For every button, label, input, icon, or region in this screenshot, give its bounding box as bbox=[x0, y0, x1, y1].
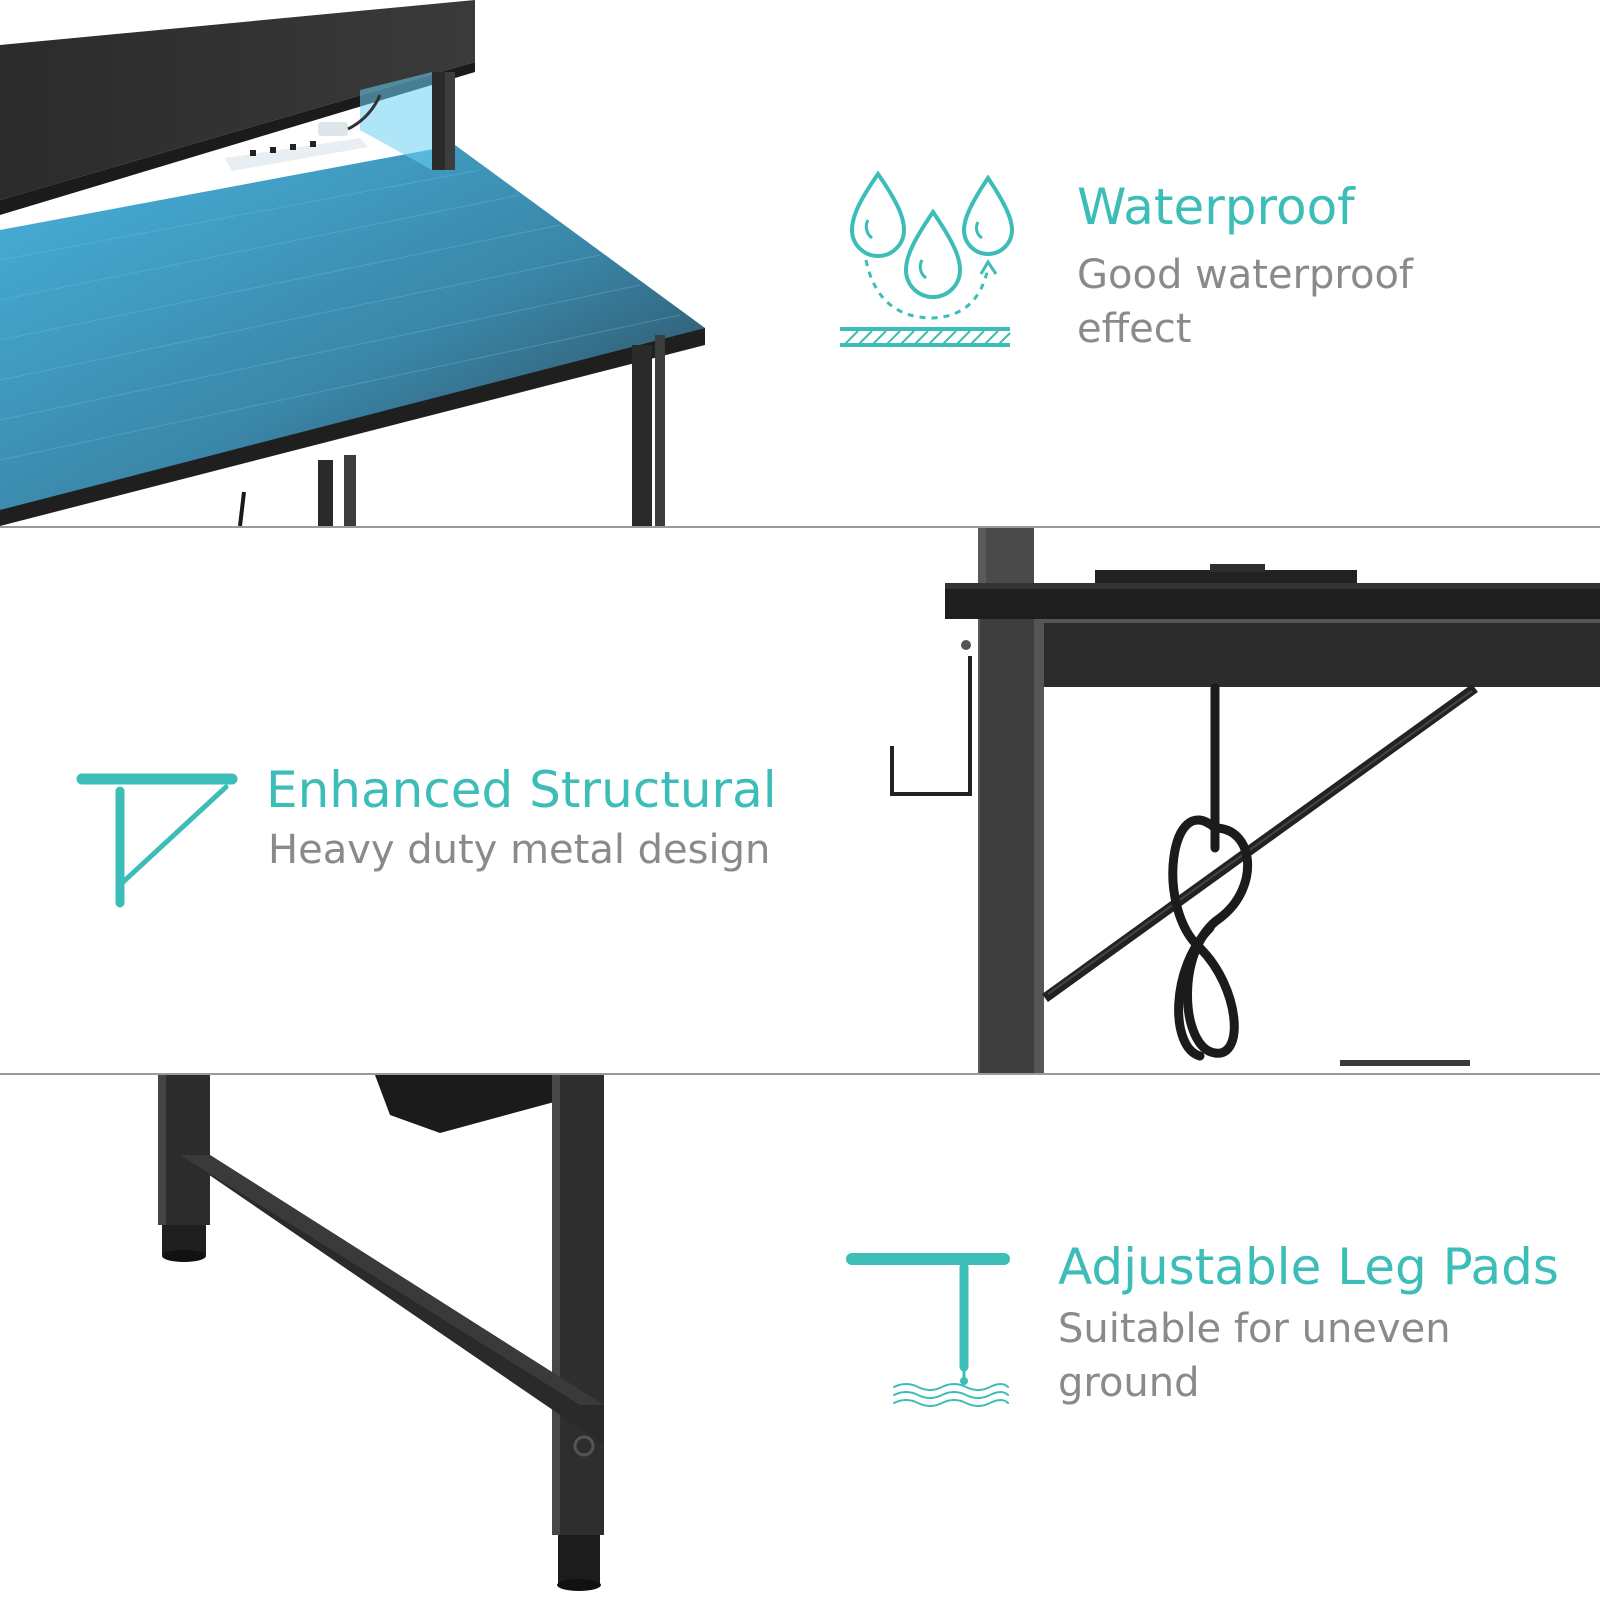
feature-description-waterproof: Good waterproof effect bbox=[1077, 252, 1413, 352]
water-drops-icon bbox=[838, 168, 1018, 348]
leg-pad-icon bbox=[846, 1251, 1010, 1411]
desk-led-shelf-photo bbox=[0, 0, 705, 526]
feature-title-structural: Enhanced Structural bbox=[266, 761, 777, 819]
panel-divider-bottom bbox=[0, 1073, 1600, 1075]
feature-title-waterproof: Waterproof bbox=[1077, 178, 1355, 236]
structural-panel: Enhanced Structural Heavy duty metal des… bbox=[0, 528, 1600, 1073]
desk-frame-hook-photo bbox=[890, 528, 1600, 1073]
waterproof-panel: Waterproof Good waterproof effect bbox=[0, 0, 1600, 526]
desk-leg-pad-photo bbox=[158, 1075, 604, 1591]
feature-title-leg-pads: Adjustable Leg Pads bbox=[1058, 1238, 1559, 1296]
triangle-bracket-icon bbox=[76, 771, 238, 911]
panel-divider-top bbox=[0, 526, 1600, 528]
leg-pads-panel: Adjustable Leg Pads Suitable for uneven … bbox=[0, 1075, 1600, 1600]
feature-description-structural: Heavy duty metal design bbox=[268, 827, 771, 873]
feature-description-leg-pads: Suitable for uneven ground bbox=[1058, 1306, 1451, 1406]
